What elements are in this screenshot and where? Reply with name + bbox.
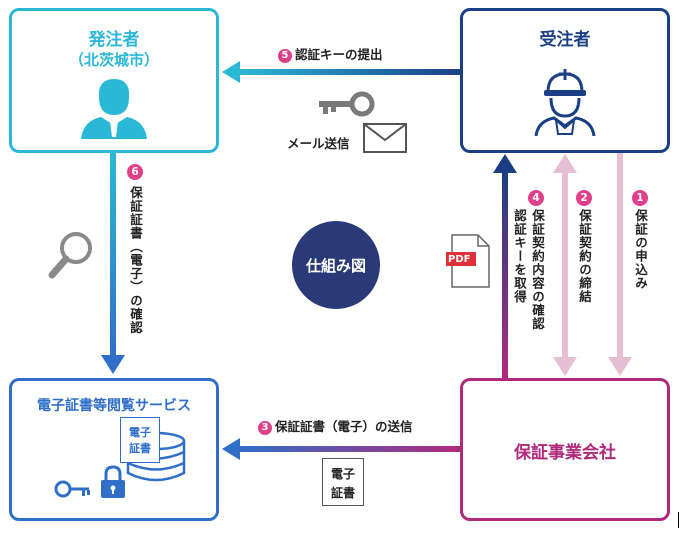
guarantee-title: 保証事業会社 (514, 443, 616, 463)
step5-text: 認証キーの提出 (295, 47, 383, 62)
step6-badge: 6 (127, 164, 143, 180)
person-icon (81, 79, 147, 139)
arrow-step1 (608, 153, 632, 376)
edge-mark (678, 512, 679, 528)
lock-icon (101, 465, 125, 498)
pdf-file-icon (446, 234, 490, 288)
mail-icon (363, 123, 407, 153)
arrow-step5 (222, 61, 460, 83)
orderer-subtitle: （北茨城市） (68, 51, 159, 69)
key-icon (319, 91, 375, 117)
arrow-step6 (101, 153, 125, 374)
orderer-node: 発注者 （北茨城市） (9, 8, 219, 153)
magnifier-icon (48, 232, 92, 279)
service-doc-line1: 電子 (129, 426, 151, 439)
step6-text: 保証証書（電子）の確認 (128, 186, 143, 335)
arrow-step4 (493, 154, 517, 378)
worker-icon (534, 69, 596, 136)
service-doc-line2: 証書 (129, 442, 151, 455)
pdf-label: PDF (448, 254, 471, 265)
diagram-center-label: 仕組み図 (292, 221, 380, 309)
center-label-text: 仕組み図 (305, 256, 366, 275)
orderer-title: 発注者 (88, 30, 140, 50)
step2-text: 保証契約の締結 (577, 209, 592, 304)
guarantee-node: 保証事業会社 (460, 378, 670, 521)
step4-text-line2: 認証キーを取得 (512, 209, 527, 304)
arrow-step2 (553, 154, 577, 376)
step3-badge: 3 (258, 420, 272, 435)
step2-badge: 2 (576, 190, 592, 206)
step3-text: 保証証書（電子）の送信 (275, 419, 413, 434)
service-title: 電子証書等閲覧サービス (37, 398, 191, 414)
doc-line1: 電子 (330, 467, 355, 481)
key-icon (54, 480, 90, 498)
step1-text: 保証の申込み (633, 209, 648, 290)
step4-badge: 4 (528, 190, 544, 206)
contractor-title: 受注者 (539, 30, 591, 50)
step1-badge: 1 (632, 190, 648, 206)
arrow-step3 (222, 438, 460, 460)
step5-badge: 5 (278, 48, 292, 63)
step4-text-line1: 保証契約内容の確認 (530, 209, 545, 331)
document-icon: 電子 証書 (322, 458, 364, 506)
service-doc-icon: 電子 証書 (120, 417, 160, 463)
contractor-node: 受注者 (460, 8, 670, 153)
mail-label: メール送信 (287, 136, 350, 151)
service-node: 電子証書等閲覧サービス 電子 証書 (9, 378, 219, 521)
doc-line2: 証書 (330, 486, 355, 500)
